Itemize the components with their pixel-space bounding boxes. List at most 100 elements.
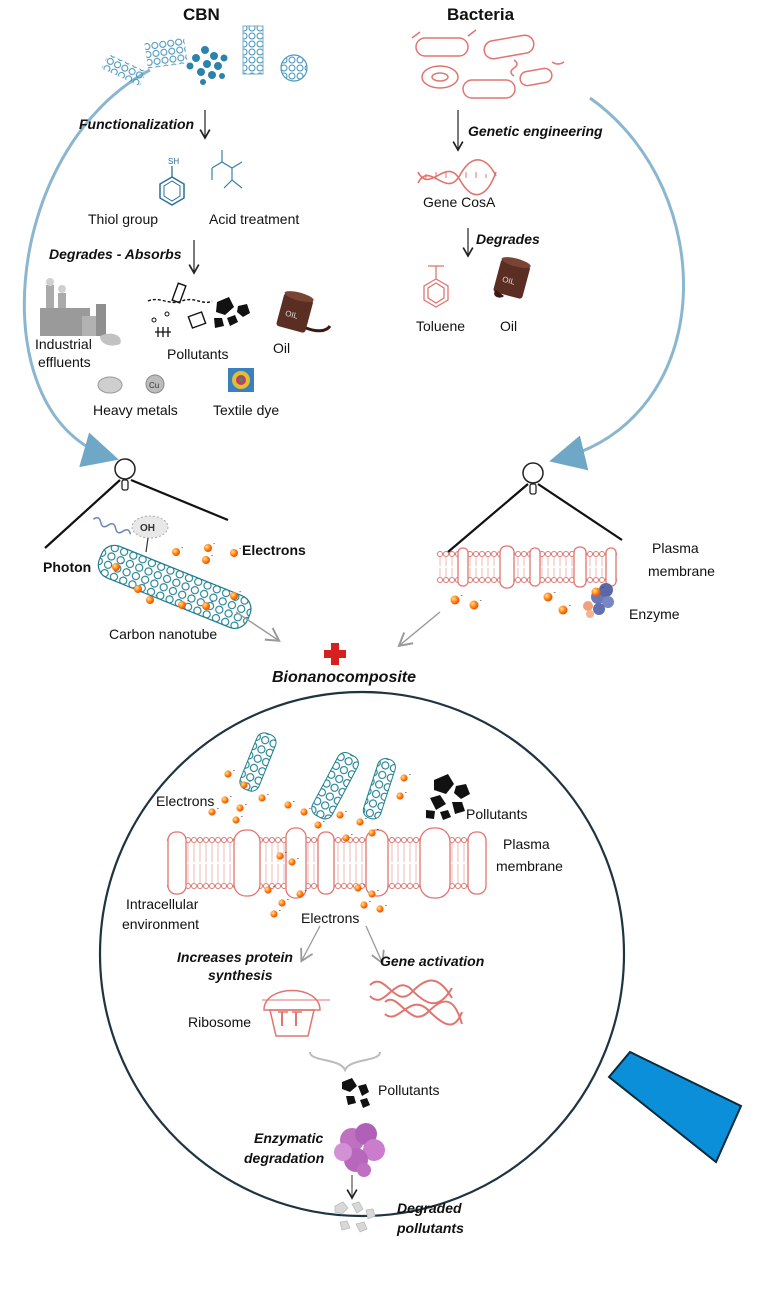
svg-text:-: -	[293, 798, 296, 805]
oil-label: Oil	[273, 340, 291, 356]
svg-text:-: -	[377, 887, 380, 894]
electron-dot	[278, 899, 286, 907]
gene-activation-label: Gene activation	[380, 953, 485, 969]
electron-dot	[296, 890, 304, 898]
industrial-label-line1: Industrial	[35, 336, 92, 352]
composite-electrons: --------------------------	[208, 767, 412, 918]
svg-text:-: -	[385, 902, 388, 909]
svg-text:-: -	[213, 541, 216, 548]
electron-dot	[270, 910, 278, 918]
electron-dot	[172, 548, 180, 556]
electron-dot	[112, 563, 120, 571]
heavy-metals-label: Heavy metals	[93, 402, 178, 418]
electron-dot	[558, 605, 568, 615]
ribosome-label: Ribosome	[188, 1014, 252, 1030]
textile-dye-label: Textile dye	[213, 402, 280, 418]
svg-text:-: -	[377, 826, 380, 833]
composite-pollutants-icon	[426, 774, 470, 820]
svg-text:-: -	[480, 598, 483, 605]
electrons-label: Electrons	[242, 542, 306, 558]
electron-dot	[288, 858, 296, 866]
svg-text:-: -	[369, 898, 372, 905]
svg-text:-: -	[239, 546, 242, 553]
svg-text:-: -	[239, 589, 242, 596]
svg-text:-: -	[155, 593, 158, 600]
gene-activation-dna-icon	[369, 979, 463, 1026]
electron-dot	[314, 821, 322, 829]
cbn-electrons: ----------	[112, 541, 242, 610]
electron-dot	[376, 905, 384, 913]
svg-text:-: -	[241, 813, 244, 820]
svg-text:-: -	[461, 593, 464, 600]
svg-text:-: -	[309, 805, 312, 812]
convergence-brace	[309, 1051, 381, 1073]
electron-dot	[240, 781, 248, 789]
bionanocomposite-title: Bionanocomposite	[272, 669, 417, 686]
svg-text:-: -	[211, 553, 214, 560]
hydroxyl-cloud-icon: OH	[131, 515, 169, 553]
carbon-nanotube-icon	[97, 544, 252, 629]
oil-drum-icon: OIL	[276, 291, 332, 333]
composite-electrons-label: Electrons	[156, 793, 215, 809]
thiol-group-label: Thiol group	[88, 211, 159, 227]
electron-dot	[469, 600, 479, 610]
textile-dye-icon	[228, 368, 254, 392]
gene-cosa-label: Gene CosA	[423, 194, 496, 210]
svg-text:-: -	[230, 793, 233, 800]
svg-text:-: -	[569, 603, 572, 610]
industrial-effluents-icon	[40, 278, 121, 346]
svg-text:-: -	[181, 545, 184, 552]
degraded-line1: Degraded	[397, 1200, 462, 1216]
degraded-pollutants-icon	[334, 1201, 376, 1233]
degrades-label: Degrades	[476, 231, 540, 247]
bacteria-to-composite-arrow	[397, 611, 441, 648]
enzymatic-line1: Enzymatic	[254, 1130, 324, 1146]
protein-synthesis-arrow	[300, 925, 321, 963]
svg-text:-: -	[121, 560, 124, 567]
bottom-pollutants-label: Pollutants	[378, 1082, 440, 1098]
svg-text:-: -	[405, 789, 408, 796]
bottom-pollutants-icon	[342, 1078, 370, 1108]
cbn-zoom-lens	[44, 458, 229, 549]
electron-dot	[230, 549, 238, 557]
svg-text:-: -	[211, 599, 214, 606]
svg-text:-: -	[245, 801, 248, 808]
electron-dot	[336, 811, 344, 819]
electron-dot	[230, 592, 238, 600]
protein-synthesis-line2: synthesis	[208, 967, 273, 983]
electron-dot	[232, 816, 240, 824]
svg-text:-: -	[365, 815, 368, 822]
bacteria-oil-label: Oil	[500, 318, 518, 334]
svg-text:-: -	[554, 590, 557, 597]
intracellular-line1: Intracellular	[126, 896, 199, 912]
protein-synthesis-line1: Increases protein	[177, 949, 293, 965]
electron-dot	[300, 808, 308, 816]
magnifier-lens	[98, 690, 626, 1218]
cbn-to-composite-arrow	[235, 611, 281, 642]
thiol-group-icon: SH	[159, 157, 185, 206]
carbon-nanotube-label: Carbon nanotube	[109, 626, 218, 642]
svg-text:-: -	[233, 767, 236, 774]
ribosome-icon	[262, 989, 330, 1037]
electron-dot	[208, 808, 216, 816]
electron-dot	[202, 602, 210, 610]
svg-text:-: -	[409, 771, 412, 778]
electron-dot	[224, 770, 232, 778]
magnifier-handle-icon	[607, 1050, 743, 1164]
svg-text:-: -	[323, 818, 326, 825]
electron-dot	[360, 901, 368, 909]
svg-text:SH: SH	[168, 157, 179, 166]
cbn-arc	[22, 68, 151, 468]
cbn-nanomaterials-icon	[101, 25, 308, 87]
svg-text:OIL: OIL	[501, 275, 516, 287]
svg-text:OIL: OIL	[284, 309, 299, 321]
composite-electrons-mid-label: Electrons	[301, 910, 360, 926]
electron-dot	[236, 804, 244, 812]
bacteria-title: Bacteria	[447, 5, 515, 24]
electron-dot	[450, 595, 460, 605]
bacteria-electrons: -----	[450, 585, 605, 615]
plasma-membrane-label-line1: Plasma	[652, 540, 699, 556]
electron-dot	[368, 829, 376, 837]
electron-dot	[202, 556, 210, 564]
